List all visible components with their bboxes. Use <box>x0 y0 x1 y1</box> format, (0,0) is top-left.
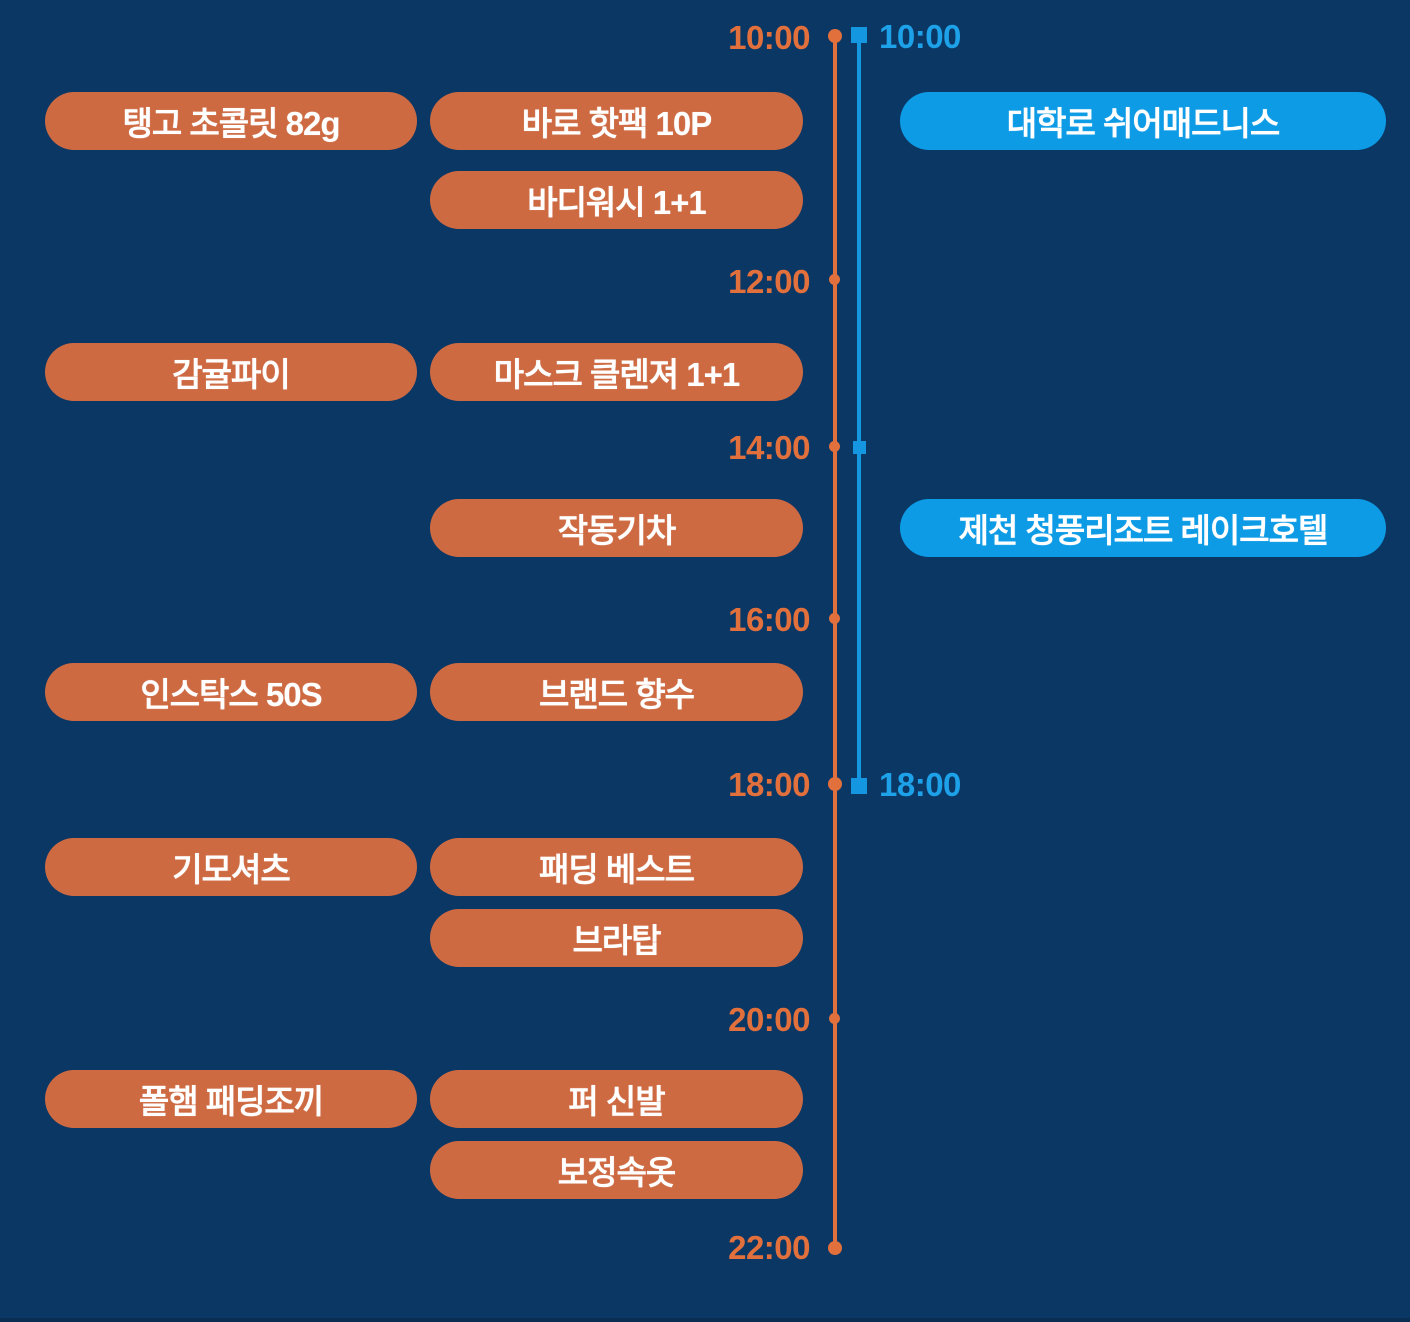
orange-tick-dot-1600 <box>829 613 840 624</box>
product-pill-brand-perfume[interactable]: 브랜드 향수 <box>430 663 803 721</box>
orange-tick-dot-1200 <box>829 274 840 285</box>
blue-tick-square-1400 <box>853 441 866 454</box>
product-pill-polham-padding-vest[interactable]: 폴햄 패딩조끼 <box>45 1070 417 1128</box>
product-pill-instax-50s[interactable]: 인스탁스 50S <box>45 663 417 721</box>
orange-tick-dot-2000 <box>829 1013 840 1024</box>
product-pill-fleece-shirt[interactable]: 기모셔츠 <box>45 838 417 896</box>
time-label-orange-1400: 14:00 <box>728 429 810 466</box>
product-pill-shapewear[interactable]: 보정속옷 <box>430 1141 803 1199</box>
time-label-orange-1000: 10:00 <box>728 19 810 56</box>
orange-tick-dot-1800 <box>828 777 842 791</box>
product-pill-baro-hotpack[interactable]: 바로 핫팩 10P <box>430 92 803 150</box>
time-label-orange-1200: 12:00 <box>728 263 810 300</box>
time-label-orange-1600: 16:00 <box>728 601 810 638</box>
product-pill-citrus-pie[interactable]: 감귤파이 <box>45 343 417 401</box>
orange-tick-dot-2200 <box>828 1241 842 1255</box>
blue-tick-square-1000 <box>851 27 867 43</box>
product-pill-toy-train[interactable]: 작동기차 <box>430 499 803 557</box>
time-label-orange-2200: 22:00 <box>728 1229 810 1266</box>
time-label-orange-1800: 18:00 <box>728 766 810 803</box>
product-pill-padding-vest[interactable]: 패딩 베스트 <box>430 838 803 896</box>
product-pill-mask-cleanser[interactable]: 마스크 클렌져 1+1 <box>430 343 803 401</box>
time-label-blue-1800: 18:00 <box>879 766 961 803</box>
product-pill-bodywash[interactable]: 바디워시 1+1 <box>430 171 803 229</box>
event-pill-jecheon-cheongpung-resort[interactable]: 제천 청풍리조트 레이크호텔 <box>900 499 1386 557</box>
orange-timeline-axis <box>833 36 837 1253</box>
time-label-blue-1000: 10:00 <box>879 18 961 55</box>
product-pill-fur-shoes[interactable]: 퍼 신발 <box>430 1070 803 1128</box>
orange-tick-dot-1400 <box>829 441 840 452</box>
time-label-orange-2000: 20:00 <box>728 1001 810 1038</box>
product-pill-bratop[interactable]: 브라탑 <box>430 909 803 967</box>
orange-tick-dot-1000 <box>828 29 842 43</box>
product-pill-tango-chocolate[interactable]: 탱고 초콜릿 82g <box>45 92 417 150</box>
blue-timeline-axis <box>857 36 861 788</box>
event-pill-daehakro-shear-madness[interactable]: 대학로 쉬어매드니스 <box>900 92 1386 150</box>
blue-tick-square-1800 <box>851 778 867 794</box>
